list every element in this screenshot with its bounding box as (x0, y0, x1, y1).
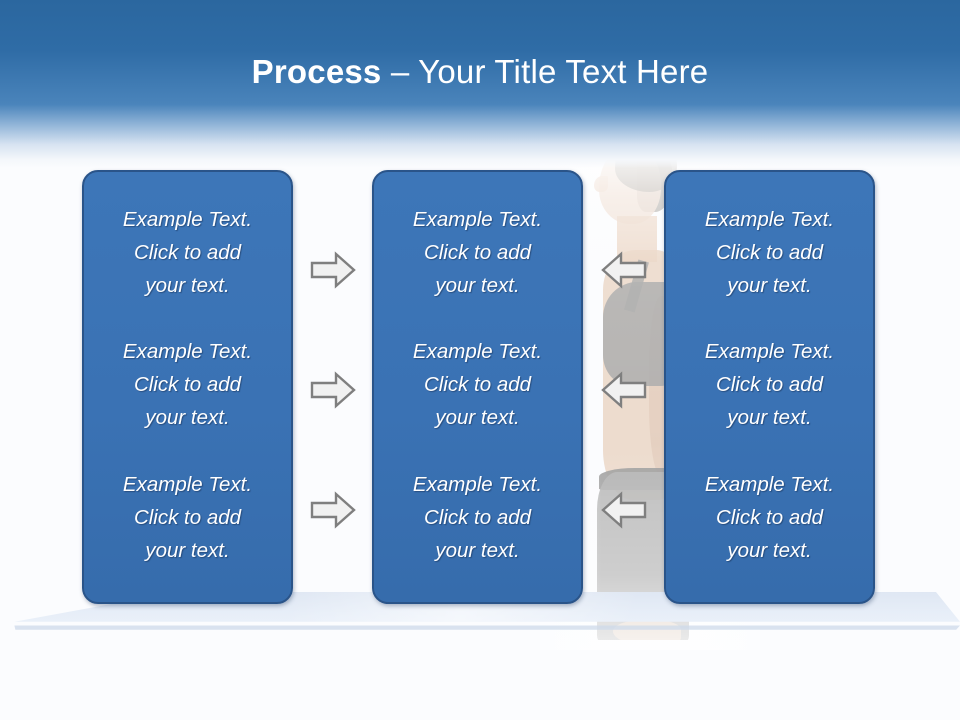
cell-line-2: Click to add (423, 506, 532, 530)
cell-line-2: Click to add (423, 240, 532, 264)
arrow-right-icon (310, 491, 356, 529)
cell-line-3: your text. (435, 406, 520, 430)
cell-line-3: your text. (727, 406, 812, 430)
process-cell[interactable]: Example Text. Click to add your text. (92, 203, 283, 302)
cell-line-2: Click to add (715, 506, 824, 530)
arrow-right-icon (310, 371, 356, 409)
cell-line-1: Example Text. (704, 473, 835, 497)
process-cell[interactable]: Example Text. Click to add your text. (382, 335, 573, 434)
cell-line-2: Click to add (715, 373, 824, 397)
header-band (0, 0, 960, 168)
process-cell[interactable]: Example Text. Click to add your text. (674, 335, 865, 434)
cell-line-2: Click to add (133, 240, 242, 264)
cell-line-1: Example Text. (412, 340, 543, 364)
yoga-mat-edge (14, 625, 960, 630)
process-column-right[interactable]: Example Text. Click to add your text. Ex… (664, 170, 875, 604)
cell-line-1: Example Text. (122, 340, 253, 364)
process-cell[interactable]: Example Text. Click to add your text. (92, 335, 283, 434)
process-cell[interactable]: Example Text. Click to add your text. (674, 203, 865, 302)
cell-line-2: Click to add (715, 240, 824, 264)
cell-line-2: Click to add (133, 506, 242, 530)
cell-line-3: your text. (145, 539, 230, 563)
cell-line-3: your text. (145, 406, 230, 430)
cell-line-3: your text. (435, 273, 520, 297)
cell-line-1: Example Text. (122, 207, 253, 231)
photo-nose (594, 176, 608, 192)
arrow-left-icon (601, 371, 647, 409)
cell-line-3: your text. (145, 273, 230, 297)
cell-line-2: Click to add (133, 373, 242, 397)
page-title-rest: – Your Title Text Here (381, 53, 709, 90)
cell-line-3: your text. (727, 539, 812, 563)
cell-line-1: Example Text. (122, 473, 253, 497)
process-cell[interactable]: Example Text. Click to add your text. (382, 468, 573, 567)
cell-line-3: your text. (727, 273, 812, 297)
process-cell[interactable]: Example Text. Click to add your text. (92, 468, 283, 567)
process-column-middle[interactable]: Example Text. Click to add your text. Ex… (372, 170, 583, 604)
cell-line-1: Example Text. (412, 473, 543, 497)
cell-line-1: Example Text. (704, 340, 835, 364)
process-cell[interactable]: Example Text. Click to add your text. (382, 203, 573, 302)
cell-line-2: Click to add (423, 373, 532, 397)
process-cell[interactable]: Example Text. Click to add your text. (674, 468, 865, 567)
page-title-bold: Process (251, 53, 382, 90)
page-title: Process – Your Title Text Here (0, 50, 960, 94)
arrow-left-icon (601, 491, 647, 529)
cell-line-1: Example Text. (412, 207, 543, 231)
arrow-right-icon (310, 251, 356, 289)
process-column-left[interactable]: Example Text. Click to add your text. Ex… (82, 170, 293, 604)
arrow-left-icon (601, 251, 647, 289)
cell-line-3: your text. (435, 539, 520, 563)
cell-line-1: Example Text. (704, 207, 835, 231)
